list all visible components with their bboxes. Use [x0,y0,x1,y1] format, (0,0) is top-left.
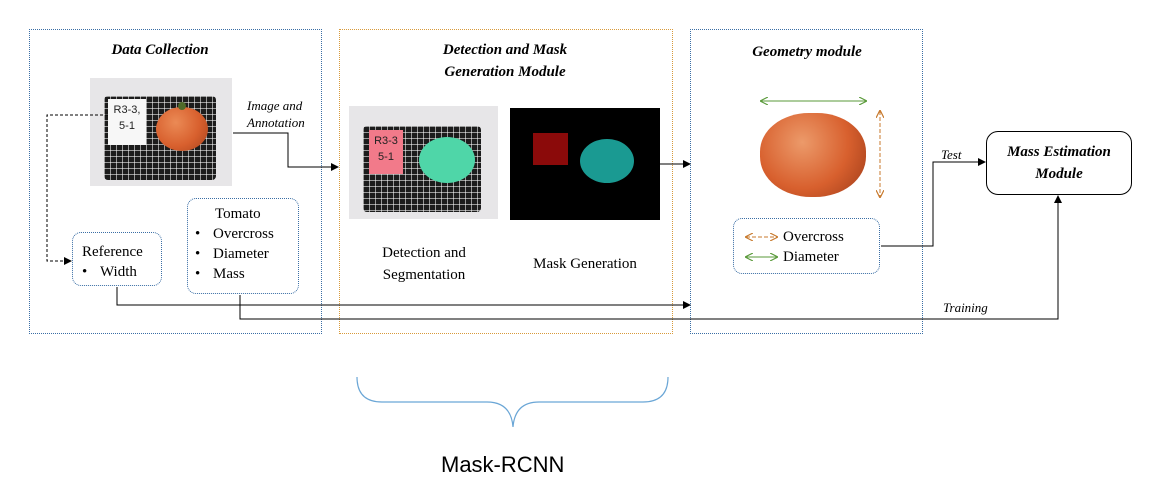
tomato-mask [580,139,634,183]
label-card-text-line2: 5-1 [378,151,394,163]
geometry-panel [690,29,923,334]
mask-rcnn-label: Mask-RCNN [441,452,565,477]
image-to-detection-arrow [233,132,339,171]
segmented-tomato [419,137,475,183]
tomato-fruit [156,107,208,151]
label-card [369,130,403,174]
mass-estimation-line2: Module [1035,166,1083,182]
detection-segmentation-photo: R3-3 5-1 [349,106,498,219]
test-label: Test [941,147,962,162]
mask-generation-label: Mask Generation [533,256,637,272]
tomato-photo-with-annotation: R3-3, 5-1 [90,78,232,186]
reference-mask [533,133,568,165]
legend-overcross-label: Overcross [783,229,844,245]
image-annotation-label-line1: Image and [247,98,303,113]
mask-rcnn-brace [356,376,669,428]
legend-diameter-label: Diameter [783,249,839,265]
tomato-item: Diameter [195,244,298,264]
data-collection-title: Data Collection [111,42,209,58]
image-annotation-label-line2: Annotation [247,115,305,130]
label-card-text-line2: 5-1 [119,120,135,132]
reference-to-geometry-arrow [116,287,691,309]
tomato-item: Overcross [195,224,298,244]
mass-estimation-line1: Mass Estimation [1007,144,1111,160]
detection-segmentation-label-line1: Detection and [382,245,466,261]
detection-panel [339,29,673,334]
annotation-to-reference-dashed-arrow [46,114,108,265]
tomato-stem [178,102,186,110]
tomato-item: Mass [195,264,298,284]
mass-estimation-module: Mass Estimation Module [986,131,1132,195]
data-collection-panel [29,29,322,334]
tomato-attributes-box: Tomato Overcross Diameter Mass [187,198,299,294]
label-card-text-line1: R3-3, [113,104,141,116]
training-label: Training [943,300,988,315]
detection-title-line1: Detection and Mask [442,42,568,58]
test-arrow [881,158,986,247]
geometry-tomato-image [760,113,866,197]
training-arrow [239,195,1062,320]
tomato-heading: Tomato [215,206,261,222]
geometry-title: Geometry module [752,44,862,60]
reference-heading: Reference [82,244,143,260]
reference-box: Reference Width [72,232,162,286]
label-card-text-line1: R3-3 [374,135,398,147]
mask-generation-image [510,108,660,220]
reference-item: Width [82,262,161,282]
detection-title-line2: Generation Module [444,64,566,80]
label-card [108,99,146,145]
detection-segmentation-label-line2: Segmentation [382,267,466,283]
geometry-legend-box [733,218,880,274]
